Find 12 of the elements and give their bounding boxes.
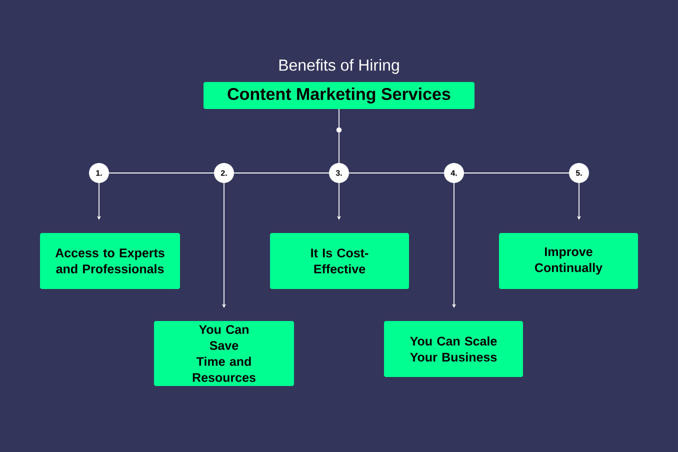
benefit-box: You Can Scale Your Business [384,321,523,377]
heading: Benefits of Hiring [279,59,399,74]
benefit-box: Improve Continually [499,233,638,289]
benefit-box: You Can Save Time and Resources [154,321,294,386]
connector [108,172,214,174]
connector [234,172,330,174]
benefit-box: Access to Experts and Professionals [40,233,180,289]
connector [464,172,570,174]
title-box: Content Marketing Services [204,82,474,109]
benefit-box: It Is Cost-Effective [270,233,409,289]
connector [338,108,340,164]
connector [348,172,444,174]
